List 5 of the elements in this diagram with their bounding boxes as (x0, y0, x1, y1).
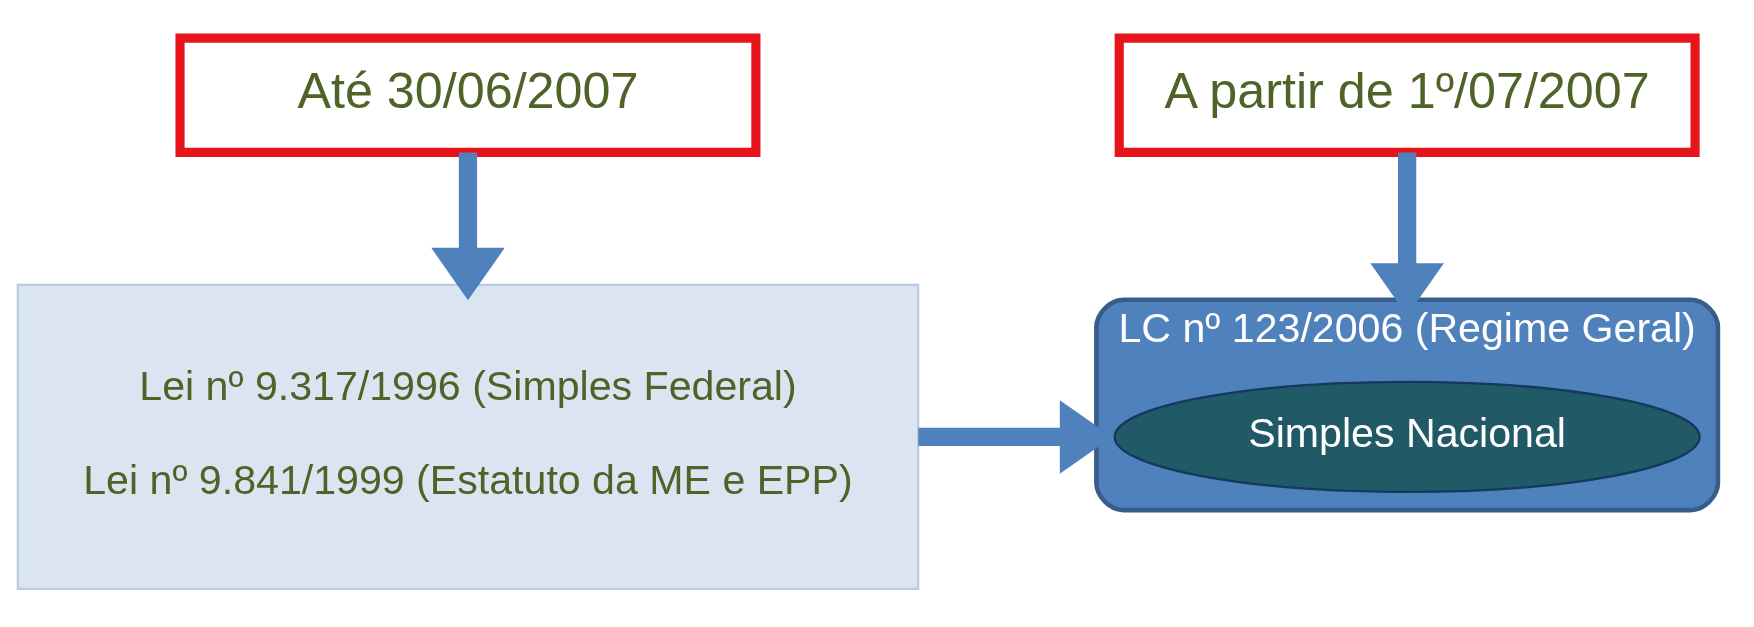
node-box: A partir de 1º/07/2007 (1114, 33, 1700, 157)
node-ellipse: Simples Nacional (1113, 380, 1701, 494)
node-box: Até 30/06/2007 (175, 33, 761, 157)
node-box: Lei nº 9.317/1996 (Simples Federal) Lei nº 9.841/1999 (Estatuto da ME e EPP) (16, 283, 920, 590)
arrow (431, 152, 505, 301)
